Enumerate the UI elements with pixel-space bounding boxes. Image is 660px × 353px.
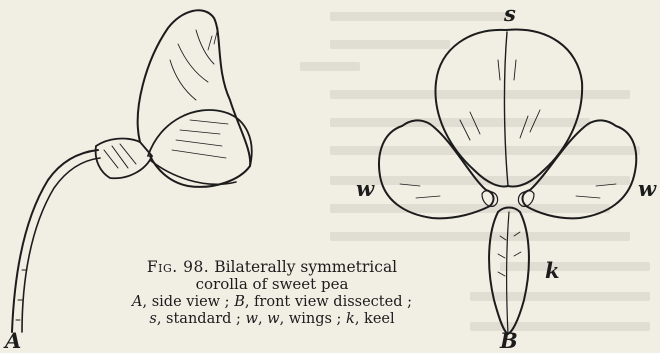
caption-4-part-7: , keel [355,311,395,327]
label-wing-left: w [356,178,374,199]
caption-4-part-4: w [267,311,279,327]
caption-line-4: s, standard ; w, w, wings ; k, keel [92,311,452,328]
caption-3-part-2: B [234,294,245,310]
caption-4-part-5: , wings ; [280,311,346,327]
caption-line-2: corolla of sweet pea [92,276,452,294]
caption-line-1: Fig. 98. Bilaterally symmetrical [92,258,452,276]
caption-4-part-1: , standard ; [157,311,246,327]
caption-title-1: Bilaterally symmetrical [214,258,397,276]
figure-number: Fig. 98. [147,258,209,276]
figure-caption: Fig. 98. Bilaterally symmetrical corolla… [92,258,452,328]
caption-3-part-3: , front view dissected ; [245,294,412,310]
label-A: A [5,330,21,351]
label-B: B [500,330,518,351]
caption-4-part-6: k [346,311,355,327]
caption-4-part-2: w [246,311,258,327]
label-standard: s [504,3,516,24]
caption-3-part-0: A [132,294,142,310]
caption-line-3: A, side view ; B, front view dissected ; [92,294,452,311]
caption-4-part-3: , [258,311,267,327]
label-wing-right: w [638,178,656,199]
caption-3-part-1: , side view ; [142,294,234,310]
label-keel: k [545,260,560,281]
caption-4-part-0: s [149,311,156,327]
